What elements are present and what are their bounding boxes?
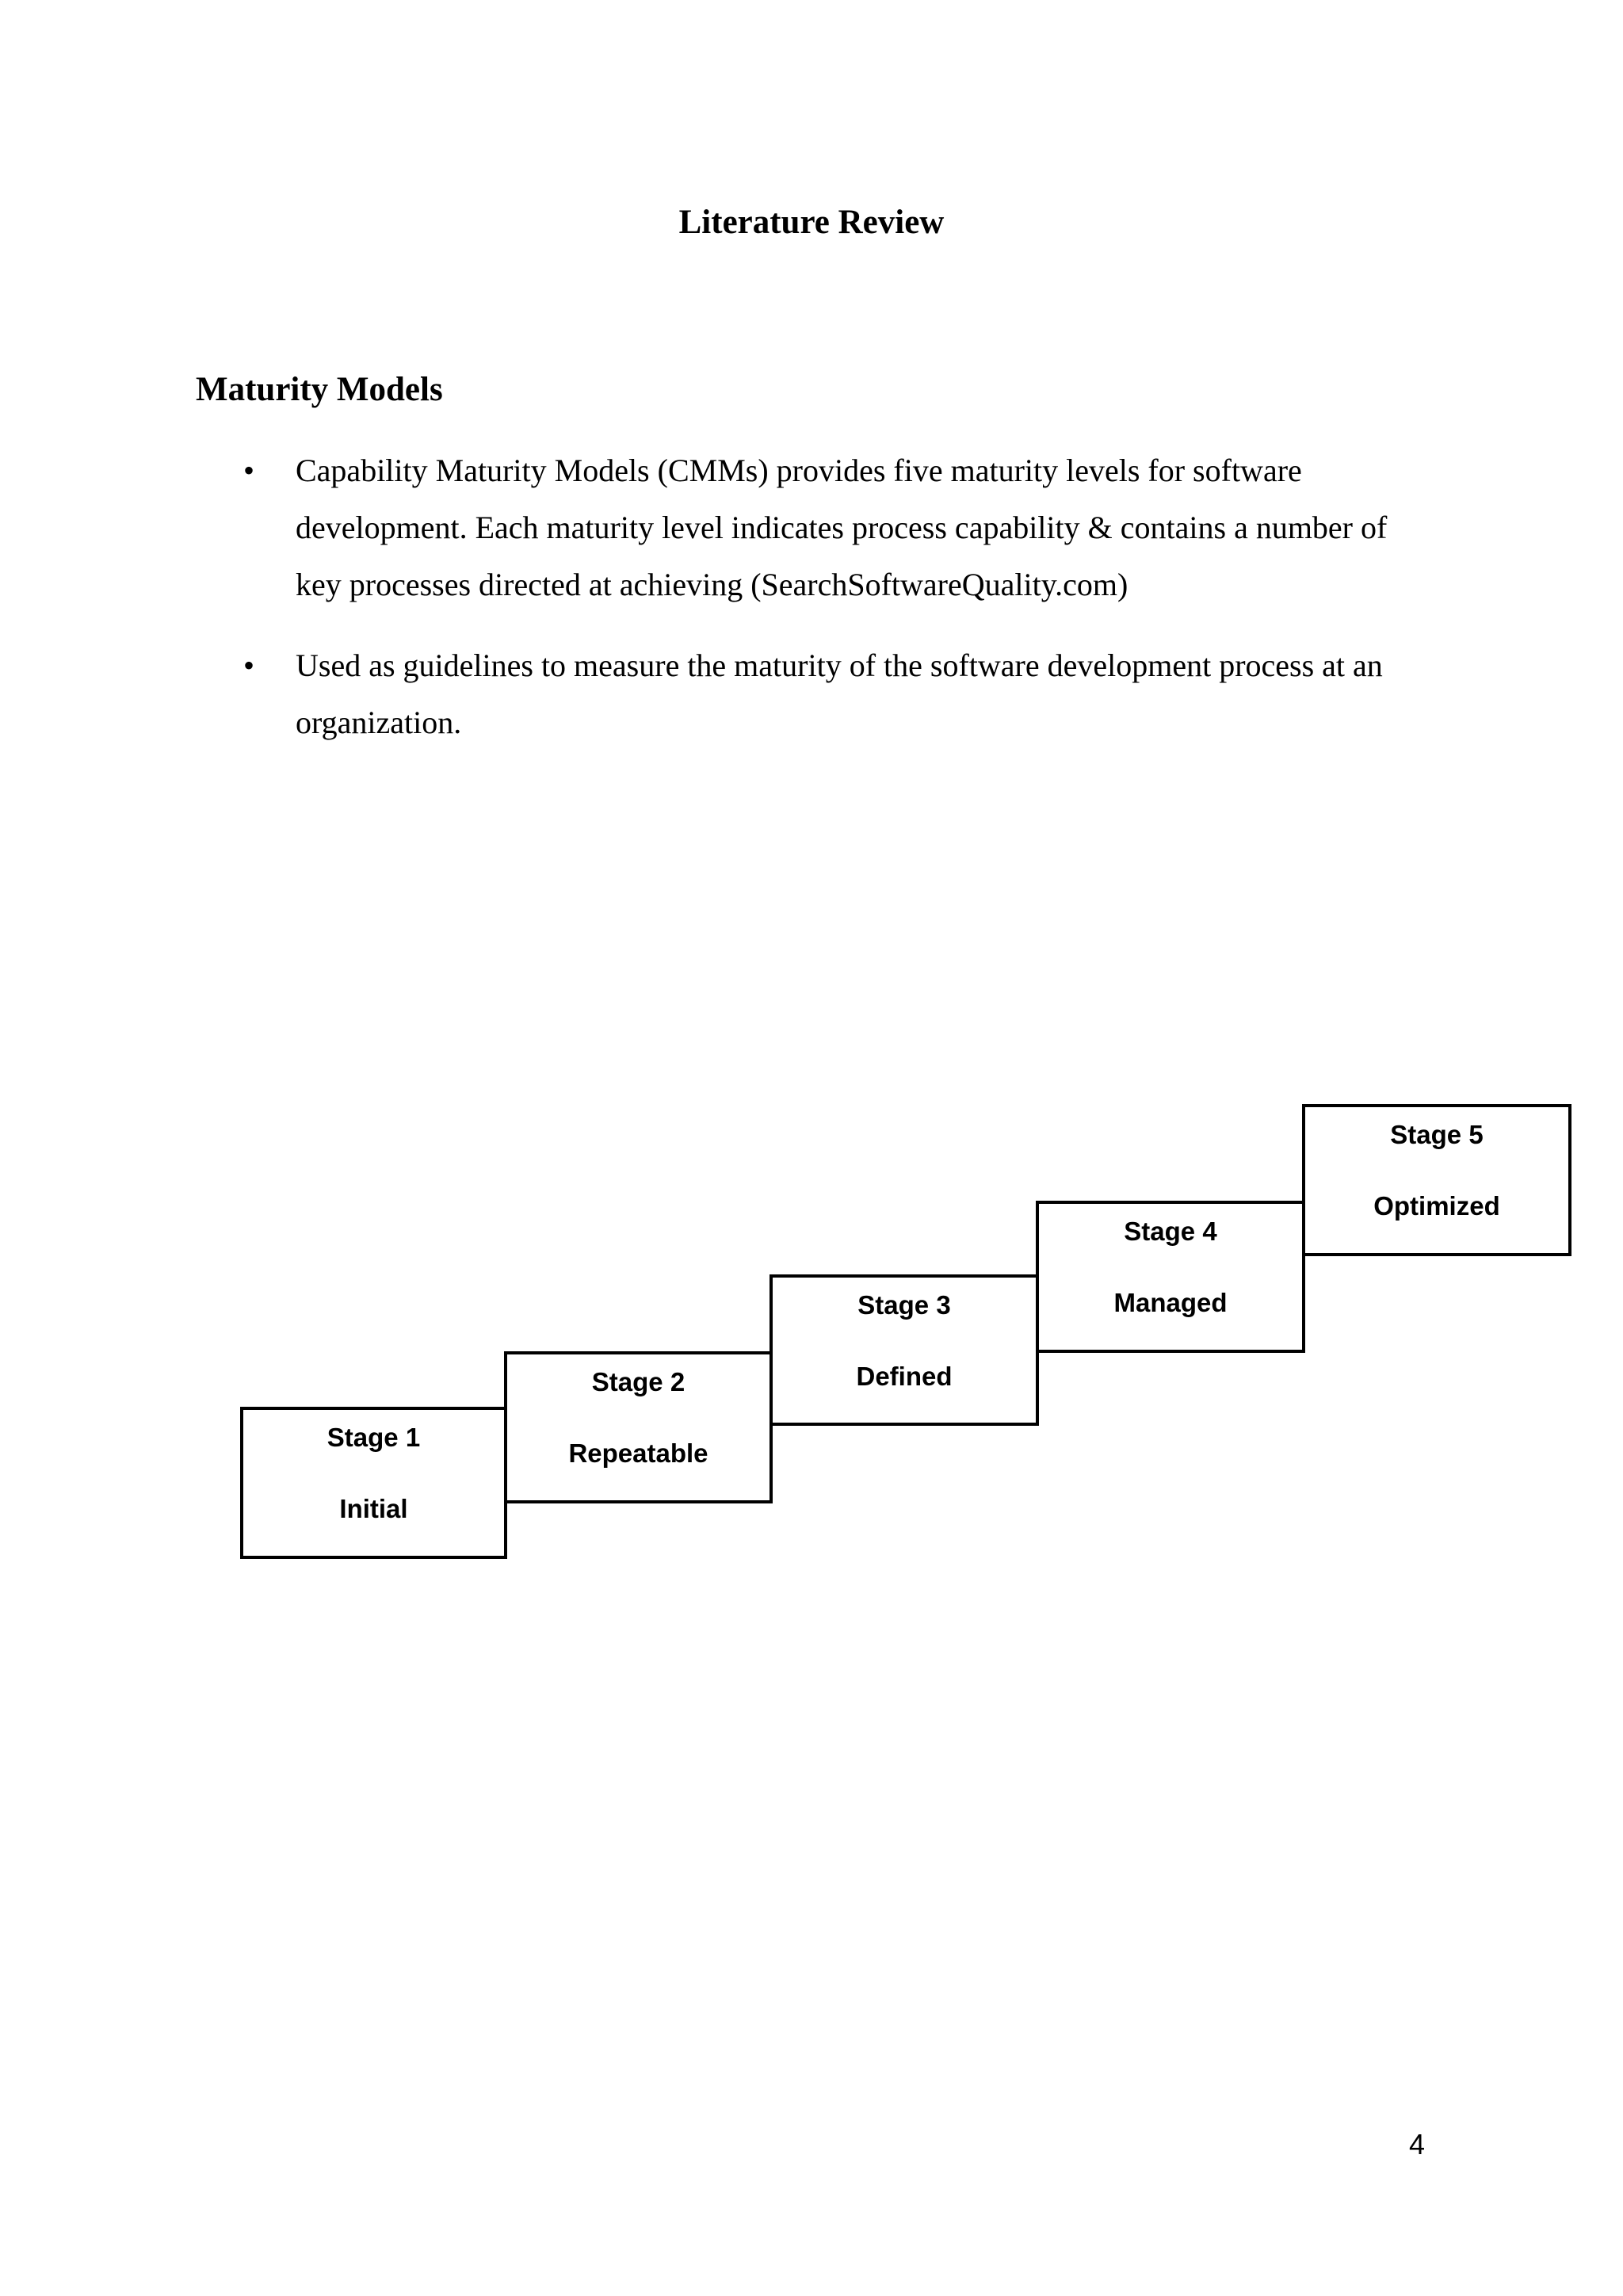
stage-name: Initial (339, 1494, 408, 1523)
bullet-item: • Used as guidelines to measure the matu… (243, 637, 1432, 751)
stage-box-1: Stage 1 Initial (240, 1407, 507, 1559)
stage-box-4: Stage 4 Managed (1036, 1201, 1305, 1353)
bullet-text: Capability Maturity Models (CMMs) provid… (296, 442, 1432, 613)
bullet-text-line: Used as guidelines to measure the maturi… (296, 648, 1383, 683)
stage-box-3: Stage 3 Defined (769, 1274, 1039, 1426)
stage-label: Stage 5 (1390, 1120, 1484, 1149)
stage-name: Managed (1113, 1288, 1228, 1317)
bullet-text-line: development. Each maturity level indicat… (296, 510, 1388, 545)
stage-name: Defined (856, 1362, 953, 1391)
bullet-text-line: organization. (296, 705, 462, 740)
bullet-text: Used as guidelines to measure the maturi… (296, 637, 1432, 751)
stage-box-2: Stage 2 Repeatable (504, 1351, 773, 1503)
bullet-marker: • (243, 648, 255, 683)
stage-label: Stage 4 (1124, 1217, 1217, 1246)
bullet-text-line: Capability Maturity Models (CMMs) provid… (296, 453, 1302, 488)
section-heading: Maturity Models (196, 371, 443, 408)
stage-box-5: Stage 5 Optimized (1302, 1104, 1571, 1256)
bullet-text-line: key processes directed at achieving (Sea… (296, 567, 1128, 602)
page-number: 4 (1409, 2128, 1426, 2160)
stage-label: Stage 1 (327, 1423, 421, 1452)
stage-name: Repeatable (568, 1438, 708, 1468)
stage-label: Stage 3 (857, 1290, 951, 1320)
page-title: Literature Review (678, 204, 945, 241)
bullet-marker: • (243, 453, 255, 488)
stage-name: Optimized (1373, 1191, 1500, 1221)
stage-label: Stage 2 (591, 1367, 685, 1396)
bullet-item: • Capability Maturity Models (CMMs) prov… (243, 442, 1432, 613)
